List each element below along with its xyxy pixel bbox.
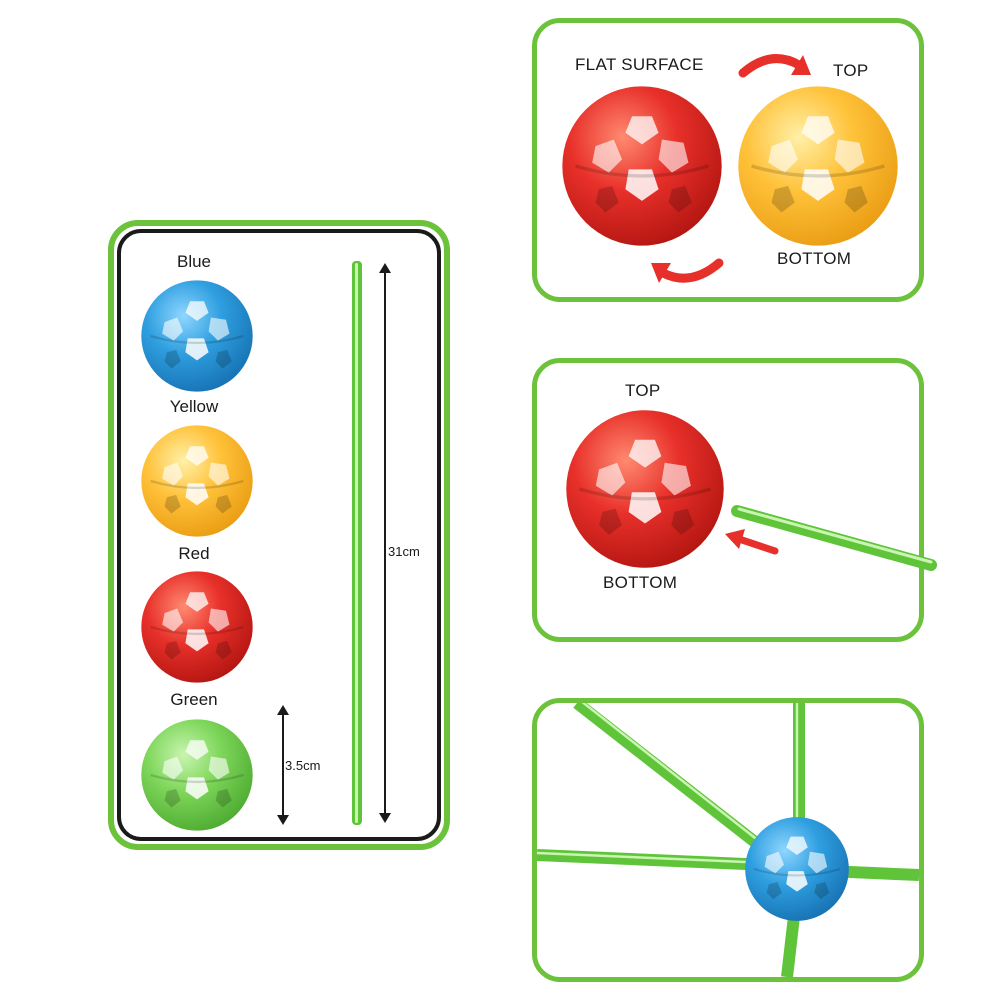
- rotate-panel: FLAT SURFACE TOP BOTTOM: [532, 18, 924, 302]
- insert-red-ball: [566, 410, 724, 568]
- insert-stick: [731, 505, 937, 571]
- insert-bottom-label: BOTTOM: [603, 573, 678, 592]
- rotate-arrow-top-icon: [738, 54, 811, 78]
- stick-length-arrow: [379, 263, 391, 823]
- rotate-bottom-label: BOTTOM: [777, 249, 852, 268]
- rotate-red-ball: [562, 86, 722, 246]
- rotate-top-label: TOP: [833, 61, 869, 80]
- insert-top-label: TOP: [625, 381, 661, 400]
- assembly-blue-ball: [745, 817, 849, 921]
- insert-arrow-icon: [725, 529, 779, 555]
- green-ball-label: Green: [170, 690, 218, 709]
- assembly-structure: [537, 703, 919, 977]
- parts-panel: Blue Yellow Red Green 3.5cm: [108, 220, 450, 850]
- red-ball-label: Red: [178, 544, 210, 563]
- blue-ball-label: Blue: [176, 252, 212, 271]
- assembly-panel: [532, 698, 924, 982]
- stick: [352, 261, 362, 825]
- green-ball: [141, 719, 253, 831]
- blue-ball: [141, 280, 253, 392]
- ball-size-label: 3.5cm: [285, 758, 321, 773]
- yellow-ball: [141, 425, 253, 537]
- flat-surface-label: FLAT SURFACE: [575, 55, 704, 74]
- ball-size-arrow: [277, 705, 289, 825]
- yellow-ball-label: Yellow: [169, 397, 219, 416]
- stick-length-label: 31cm: [388, 544, 420, 559]
- rotate-arrow-bottom-icon: [651, 258, 724, 283]
- parts-panel-inner: Blue Yellow Red Green 3.5cm: [117, 229, 441, 841]
- red-ball: [141, 571, 253, 683]
- insert-panel: TOP BOTTOM: [532, 358, 937, 642]
- rotate-yellow-ball: [738, 86, 898, 246]
